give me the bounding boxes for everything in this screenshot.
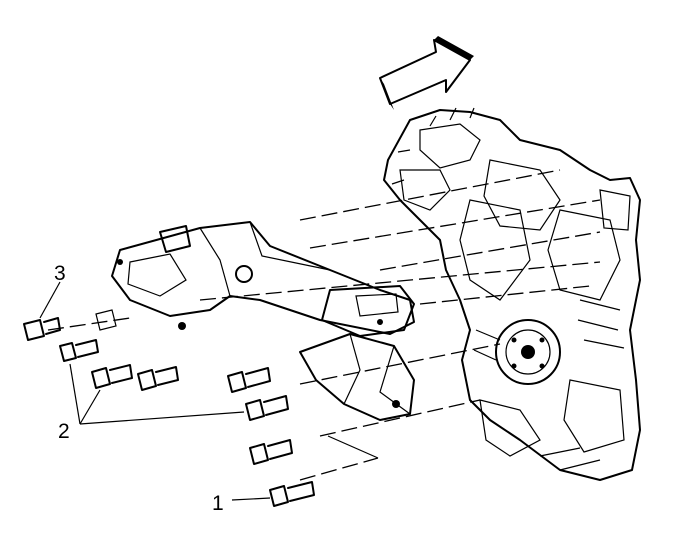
lower-mount-bracket: [299, 333, 415, 421]
bolt-item-2f: [249, 439, 293, 465]
bolt-item-2d: [227, 367, 271, 393]
engine-mount-crossmember: [95, 221, 415, 337]
bolt-item-2c: [137, 366, 179, 391]
bolt-item-1: [269, 481, 315, 507]
callout-1: 1: [212, 492, 224, 515]
bolt-item-2a: [59, 339, 99, 362]
engine-block: [383, 107, 641, 481]
alignment-lines: [47, 169, 601, 481]
callout-3: 3: [54, 262, 66, 285]
bolt-item-3: [23, 317, 61, 341]
leader-lines: [39, 281, 271, 501]
callout-2: 2: [58, 420, 70, 443]
bolt-item-2b: [91, 364, 133, 389]
bolt-item-2e: [245, 395, 289, 421]
front-direction-arrow-icon: [379, 36, 474, 110]
